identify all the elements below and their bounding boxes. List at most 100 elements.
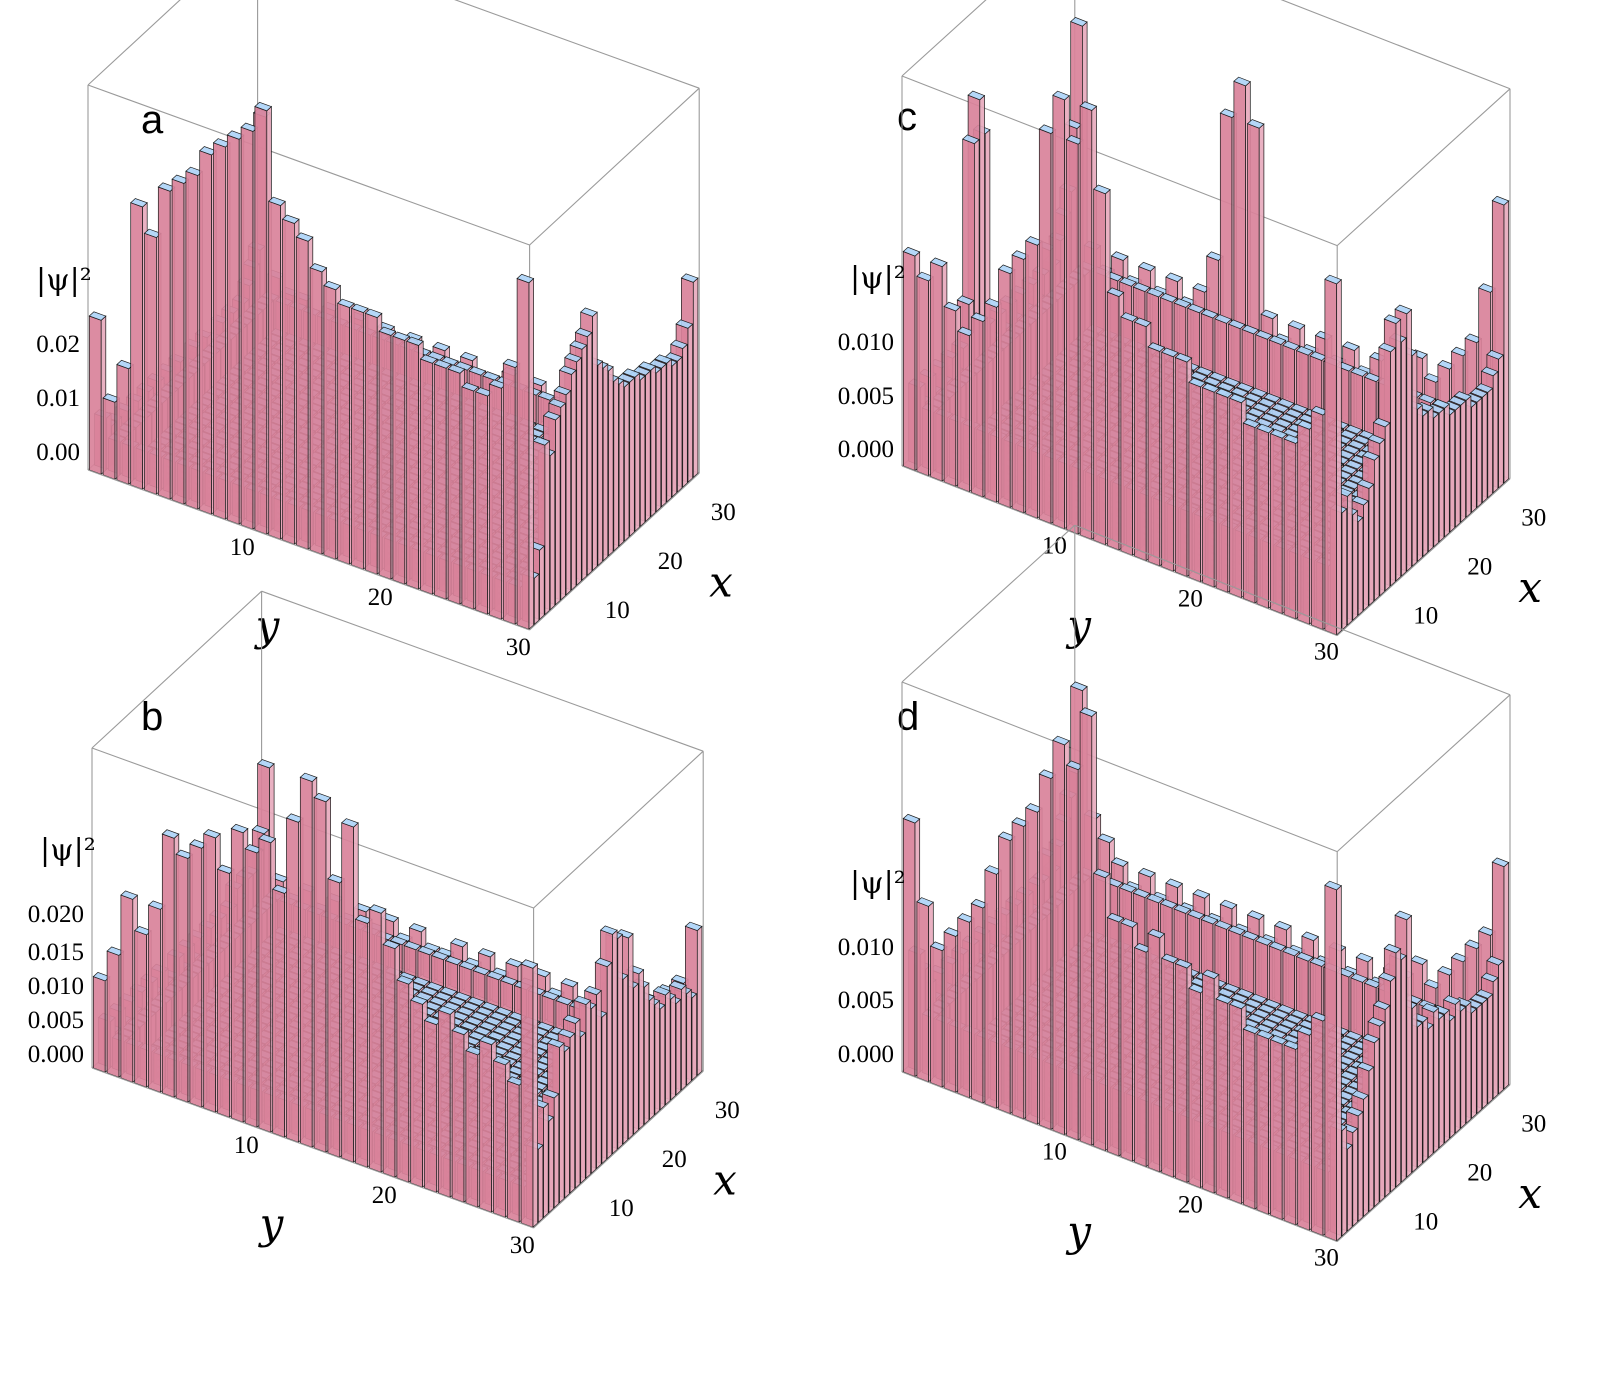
bar-side-face	[645, 370, 651, 523]
bar-side-face	[571, 369, 577, 591]
z-axis-label: |ψ|²	[36, 263, 92, 298]
bar-side-face	[528, 277, 534, 631]
bar-side-face	[555, 415, 561, 606]
bar-front-face	[406, 340, 419, 590]
bar-side-face	[687, 323, 693, 484]
box-edge	[87, 84, 530, 246]
bar-side-face	[675, 998, 682, 1096]
x-tick-label: 10	[605, 597, 630, 624]
bar-front-face	[392, 335, 406, 585]
bar-front-face	[447, 368, 461, 605]
bar-side-face	[639, 375, 646, 528]
bar	[516, 273, 535, 631]
bar-front-face	[378, 330, 392, 580]
box-edge	[454, 0, 700, 89]
bar-front-face	[268, 200, 281, 540]
bar-front-face	[516, 278, 530, 630]
bar-side-face	[634, 372, 640, 533]
bar-side-face	[560, 402, 566, 601]
bar-side-face	[608, 366, 614, 557]
bar-side-face	[686, 988, 692, 1086]
bar-side-face	[581, 344, 587, 582]
bar-front-face	[199, 150, 212, 515]
z-tick-label: 0.02	[36, 331, 80, 358]
bar-front-face	[213, 142, 226, 520]
x-axis-label: x	[709, 558, 733, 607]
bar-side-face	[565, 389, 572, 596]
bar-side-face	[692, 277, 699, 479]
bar-side-face	[681, 984, 687, 1091]
bar-side-face	[539, 545, 545, 621]
bar-top-face	[482, 371, 501, 381]
bar-side-face	[549, 450, 556, 611]
bar-front-face	[309, 267, 323, 555]
bar-side-face	[618, 379, 625, 547]
bar-side-face	[650, 365, 656, 518]
bar-front-face	[226, 134, 240, 525]
x-tick-label: 20	[658, 548, 683, 575]
bar-side-face	[661, 363, 667, 508]
bar-top-face	[432, 341, 451, 352]
y-tick-label: 10	[230, 534, 255, 561]
box-edge	[91, 590, 262, 749]
bar-side-face	[696, 925, 703, 1077]
bar-side-face	[586, 331, 593, 577]
y-tick-label: 30	[506, 634, 531, 661]
bar-front-face	[88, 315, 102, 475]
bar-side-face	[602, 363, 609, 562]
bar-side-face	[682, 343, 688, 488]
bar-front-face	[116, 364, 130, 485]
bar-side-face	[671, 361, 678, 498]
z-tick-label: 0.01	[36, 385, 80, 412]
box-edge	[261, 590, 704, 752]
bar-top-face	[680, 273, 699, 283]
z-tick-labels: 0.00 0.01 0.02	[36, 331, 80, 466]
bar-front-face	[475, 391, 488, 615]
bar-front-face	[102, 397, 116, 480]
y-axis-label: y	[254, 601, 281, 650]
bar-front-face	[323, 285, 337, 560]
bar-side-face	[666, 358, 672, 503]
bar-front-face	[489, 383, 502, 620]
bar-side-face	[670, 994, 676, 1101]
bar-front-face	[351, 307, 364, 570]
bar-side-face	[544, 440, 550, 616]
bar-front-face	[144, 232, 157, 495]
bar-side-face	[629, 377, 635, 537]
bars	[88, 101, 699, 631]
bar-side-face	[597, 360, 603, 567]
bar-side-face	[613, 376, 619, 552]
bar-front-face	[364, 312, 378, 575]
bar-side-face	[677, 356, 683, 493]
box-edge	[529, 87, 700, 246]
bar-front-face	[282, 218, 295, 545]
bar-side-face	[691, 993, 697, 1082]
bar-front-face	[240, 126, 254, 530]
bar-front-face	[461, 386, 475, 610]
bar-top-face	[459, 351, 478, 362]
panel-letter-a: a	[141, 98, 164, 142]
box-edge	[533, 750, 704, 909]
box-edge	[87, 0, 181, 86]
bar-front-face	[337, 302, 350, 565]
bar-side-face	[533, 573, 540, 626]
bar-front-face	[171, 178, 185, 505]
bar-front-face	[254, 106, 268, 535]
bar-top-face	[468, 366, 487, 376]
x-tick-label: 30	[711, 499, 736, 526]
bar-side-face	[592, 311, 598, 572]
bar-front-face	[130, 202, 143, 490]
panel-letter-b: b	[141, 695, 163, 739]
bar-front-face	[433, 363, 447, 600]
y-tick-label: 20	[368, 584, 393, 611]
bar-side-face	[576, 356, 582, 586]
z-tick-label: 0.00	[36, 439, 80, 466]
panel-a: a 0.00 0.01 0.02 |ψ|² 10 20 30 y 10 20 30 x	[36, 0, 736, 661]
bar-front-face	[157, 186, 171, 500]
bar-front-face	[502, 362, 516, 625]
bar-front-face	[420, 358, 433, 595]
bar-top-face	[675, 319, 694, 329]
bar-front-face	[295, 236, 309, 550]
